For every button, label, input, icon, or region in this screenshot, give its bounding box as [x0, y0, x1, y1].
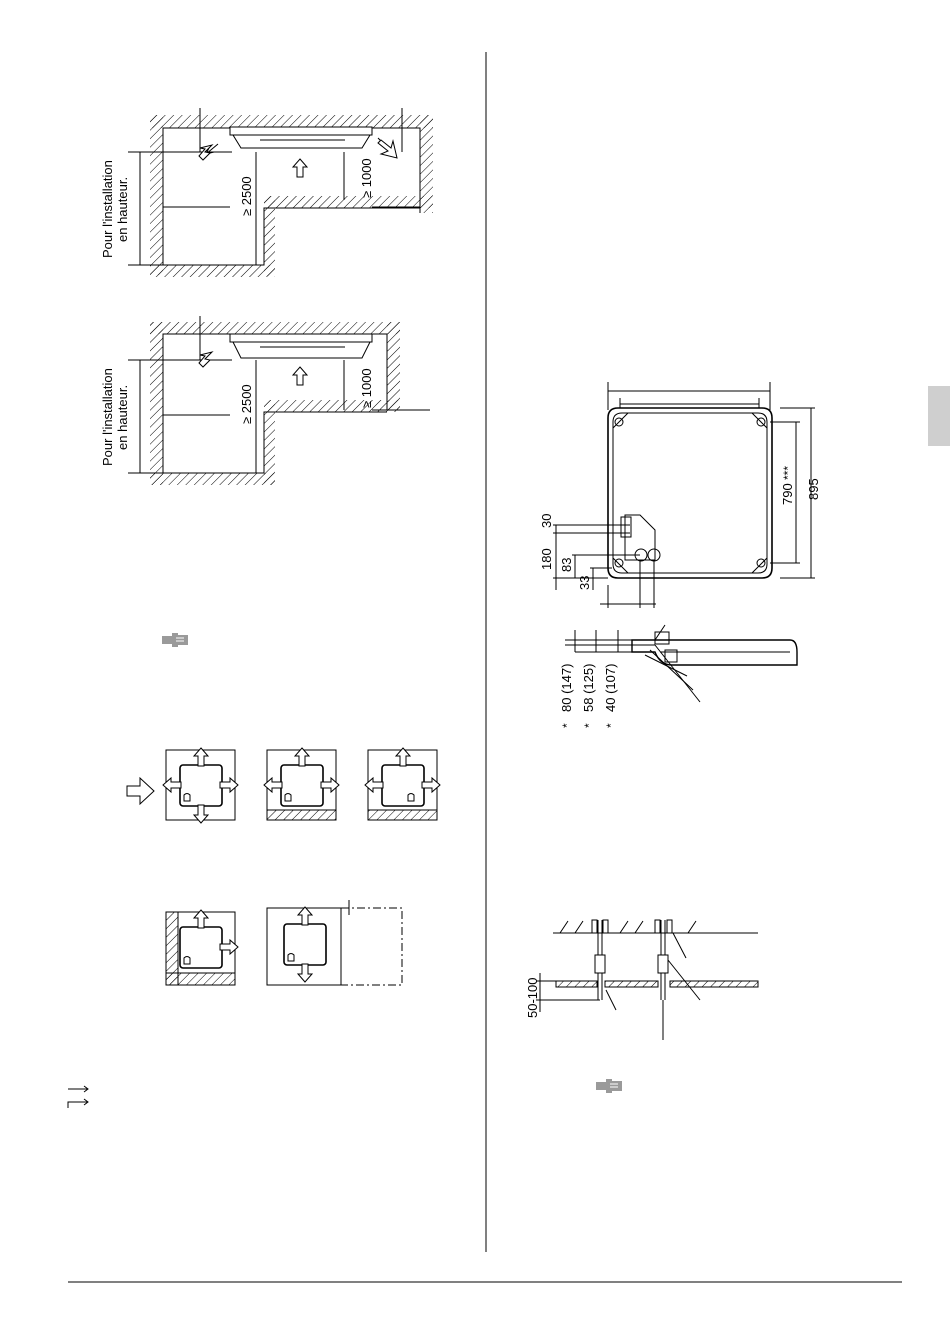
asterisk-58: *: [582, 723, 596, 728]
airflow-pattern-row-2: [166, 900, 402, 985]
dim-83: 83: [559, 558, 574, 572]
asterisk-40: *: [604, 723, 618, 728]
installation-diagram-2: Pour l'installation en hauteur. ≥ 2500 ≥…: [100, 316, 430, 485]
height-label-line1-b: Pour l'installation: [100, 368, 115, 466]
dim-30: 30: [539, 514, 554, 528]
airflow-pattern-row-1: [127, 748, 440, 823]
min-clearance-label: ≥ 1000: [359, 158, 374, 198]
arrow-right-icon: [127, 778, 154, 804]
dim-180: 180: [539, 548, 554, 570]
unit-side-view: * 80 (147) * 58 (125) * 40 (107): [559, 625, 797, 728]
dim-790-mark: ***: [781, 466, 795, 480]
installation-diagram-1: Pour l'installation en hauteur. ≥ 2500 ≥…: [100, 108, 433, 277]
corner-arrow-icon: [68, 1086, 88, 1108]
dim-790: 790: [780, 483, 795, 505]
hand-pointer-icon: [162, 633, 188, 647]
min-height-label-b: ≥ 2500: [239, 384, 254, 424]
dim-40: 40 (107): [603, 664, 618, 712]
min-height-label: ≥ 2500: [239, 176, 254, 216]
hand-pointer-icon: [596, 1079, 622, 1093]
height-label-line2: en hauteur.: [115, 177, 130, 242]
height-label-line1: Pour l'installation: [100, 160, 115, 258]
dim-58: 58 (125): [581, 664, 596, 712]
min-clearance-label-b: ≥ 1000: [359, 368, 374, 408]
hanging-bolt-diagram: 50-100: [525, 920, 758, 1040]
height-label-line2-b: en hauteur.: [115, 385, 130, 450]
dim-50-100: 50-100: [525, 978, 540, 1018]
dim-895: 895: [806, 478, 821, 500]
dim-33: 33: [577, 576, 592, 590]
asterisk-80: *: [560, 723, 574, 728]
unit-top-view: 790 *** 895 30 180 83 33: [539, 382, 821, 608]
dim-80: 80 (147): [559, 664, 574, 712]
